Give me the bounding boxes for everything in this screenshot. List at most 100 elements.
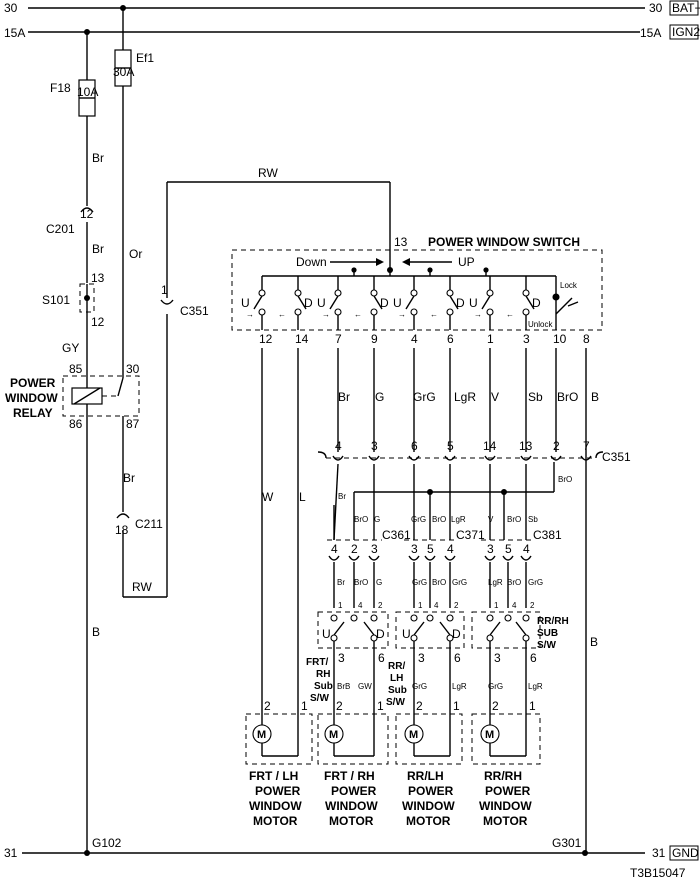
- switch-arrow-icon: →: [474, 310, 482, 319]
- sub-pin-3: 3: [487, 542, 494, 556]
- connector-c351-symbol: [160, 299, 174, 305]
- sub-switch-pin-1: 1: [338, 601, 343, 610]
- wire-grg-6: GrG: [488, 682, 503, 691]
- gnd-rail-number-right: 31: [652, 846, 666, 860]
- switch-pin-6: 6: [447, 332, 454, 346]
- sub-u-label: U: [402, 627, 411, 641]
- wire-lgr-4: LgR: [528, 682, 543, 691]
- ign-tag-box: [669, 24, 699, 40]
- sub-switch-pin-4: 4: [512, 601, 517, 610]
- relay-pin-30: 30: [126, 362, 140, 376]
- switch-blade: [373, 295, 383, 310]
- switch-contact-open-icon: [522, 308, 530, 316]
- bat-tag: BAT+: [672, 1, 700, 15]
- rr-lh-sub-label-4: S/W: [386, 697, 405, 708]
- frt-lh-motor-label-4: MOTOR: [253, 814, 298, 828]
- motor-m-label: M: [257, 729, 266, 741]
- sub-pin-symbol: [368, 555, 380, 561]
- switch-contact-open-icon: [486, 308, 494, 316]
- wire-grg-4: GrG: [528, 578, 543, 587]
- bro-bus: BrO Br BrO G GrG BrO LgR V BrO Sb: [338, 462, 572, 524]
- ef1-feed: 30A Ef1 Or Br 18 C211 RW 1 C351 RW: [113, 8, 391, 598]
- sub-pin-symbol: [424, 555, 436, 561]
- relay-title-1: POWER: [10, 376, 56, 390]
- relay-box: [62, 375, 140, 417]
- sub-blade: [333, 621, 345, 636]
- sub-blade: [363, 621, 375, 636]
- lock-label: Lock: [560, 281, 578, 290]
- switch-blade: [481, 295, 491, 310]
- wire-bro-c381: BrO: [507, 515, 521, 524]
- rr-rh-sub-label-1: RR/RH: [537, 616, 569, 627]
- wire-v-1: V: [491, 390, 499, 404]
- motor-pin-1: 1: [529, 699, 536, 713]
- wire-brb: BrB: [337, 682, 350, 691]
- connector-c211-symbol: [116, 513, 130, 519]
- switch-blade: [329, 295, 339, 310]
- c371-label: C371: [456, 528, 485, 542]
- lock-node-icon: [552, 293, 560, 301]
- g301-label: G301: [552, 836, 582, 850]
- sub-pin-4: 4: [447, 542, 454, 556]
- c351-pin-symbol: [484, 455, 496, 461]
- wire-grg-3: GrG: [452, 578, 467, 587]
- frt-rh-motor-label-4: MOTOR: [329, 814, 374, 828]
- switch-blade: [449, 295, 459, 310]
- switch-u-label: U: [317, 296, 326, 310]
- switch-contact-open-icon: [370, 308, 378, 316]
- sub-switch-pin-2: 2: [378, 601, 383, 610]
- wire-b-right-lower: B: [590, 635, 598, 649]
- frt-rh-motor-label-1: FRT / RH: [324, 769, 375, 783]
- switch-contact-open-icon: [258, 308, 266, 316]
- sub-contact-icon: [410, 634, 418, 642]
- sub-contact-icon: [410, 614, 418, 622]
- switch-contact-open-icon: [446, 289, 454, 297]
- sub-d-label: D: [376, 627, 385, 641]
- wire-grg-1: GrG: [413, 390, 436, 404]
- motor-pin-2: 2: [264, 699, 271, 713]
- s101-pin-top: 13: [91, 271, 105, 285]
- s101-label: S101: [42, 293, 70, 307]
- sub-pin-symbol: [502, 555, 514, 561]
- diagram-code: T3B15047: [630, 866, 686, 879]
- rr-lh-sub-label-2: LH: [390, 673, 403, 684]
- c351-pin-symbol: [550, 455, 562, 461]
- wire-br-4: Br: [338, 390, 350, 404]
- switch-pin-8: 8: [583, 332, 590, 346]
- rr-rh-motor-label-2: POWER: [485, 784, 531, 798]
- switch-arrow-icon: ←: [506, 310, 514, 319]
- switch-contact-open-icon: [294, 308, 302, 316]
- switch-contact-open-icon: [334, 308, 342, 316]
- ground-rail: 31 31 GND G102 G301: [4, 836, 699, 861]
- switch-pin-10: 10: [553, 332, 567, 346]
- sub-contact-icon: [446, 614, 454, 622]
- frt-rh-sub-label-1: FRT/: [306, 657, 328, 668]
- wire-b-right: B: [591, 390, 599, 404]
- wire-lgr-1: LgR: [454, 390, 476, 404]
- sub-contact-icon: [330, 614, 338, 622]
- switch-pin-9: 9: [371, 332, 378, 346]
- c351-pin-symbol: [444, 455, 456, 461]
- fuse-ef1-name: Ef1: [136, 51, 154, 65]
- wire-rw-bottom: RW: [132, 580, 152, 594]
- sub-contact-icon: [370, 614, 378, 622]
- wire-br-5: Br: [338, 492, 346, 501]
- c351-right-label: C351: [602, 450, 631, 464]
- motor-box: [395, 713, 463, 765]
- sub-switch-pin-4: 4: [434, 601, 439, 610]
- sub-switch-pin-2: 2: [454, 601, 459, 610]
- frt-lh-motor-label-3: WINDOW: [249, 799, 302, 813]
- motor-pin-2: 2: [336, 699, 343, 713]
- wire-br-3: Br: [123, 471, 135, 485]
- rr-lh-sub-label-3: Sub: [388, 685, 407, 696]
- switch-blade: [405, 295, 415, 310]
- wire-br-2: Br: [92, 242, 104, 256]
- lock-knob: [567, 301, 579, 307]
- g102-label: G102: [92, 836, 122, 850]
- sub-pin-2: 2: [351, 542, 358, 556]
- switch-contact-open-icon: [294, 289, 302, 297]
- bat-tag-box: [669, 0, 699, 16]
- wire-v-c381: V: [488, 515, 494, 524]
